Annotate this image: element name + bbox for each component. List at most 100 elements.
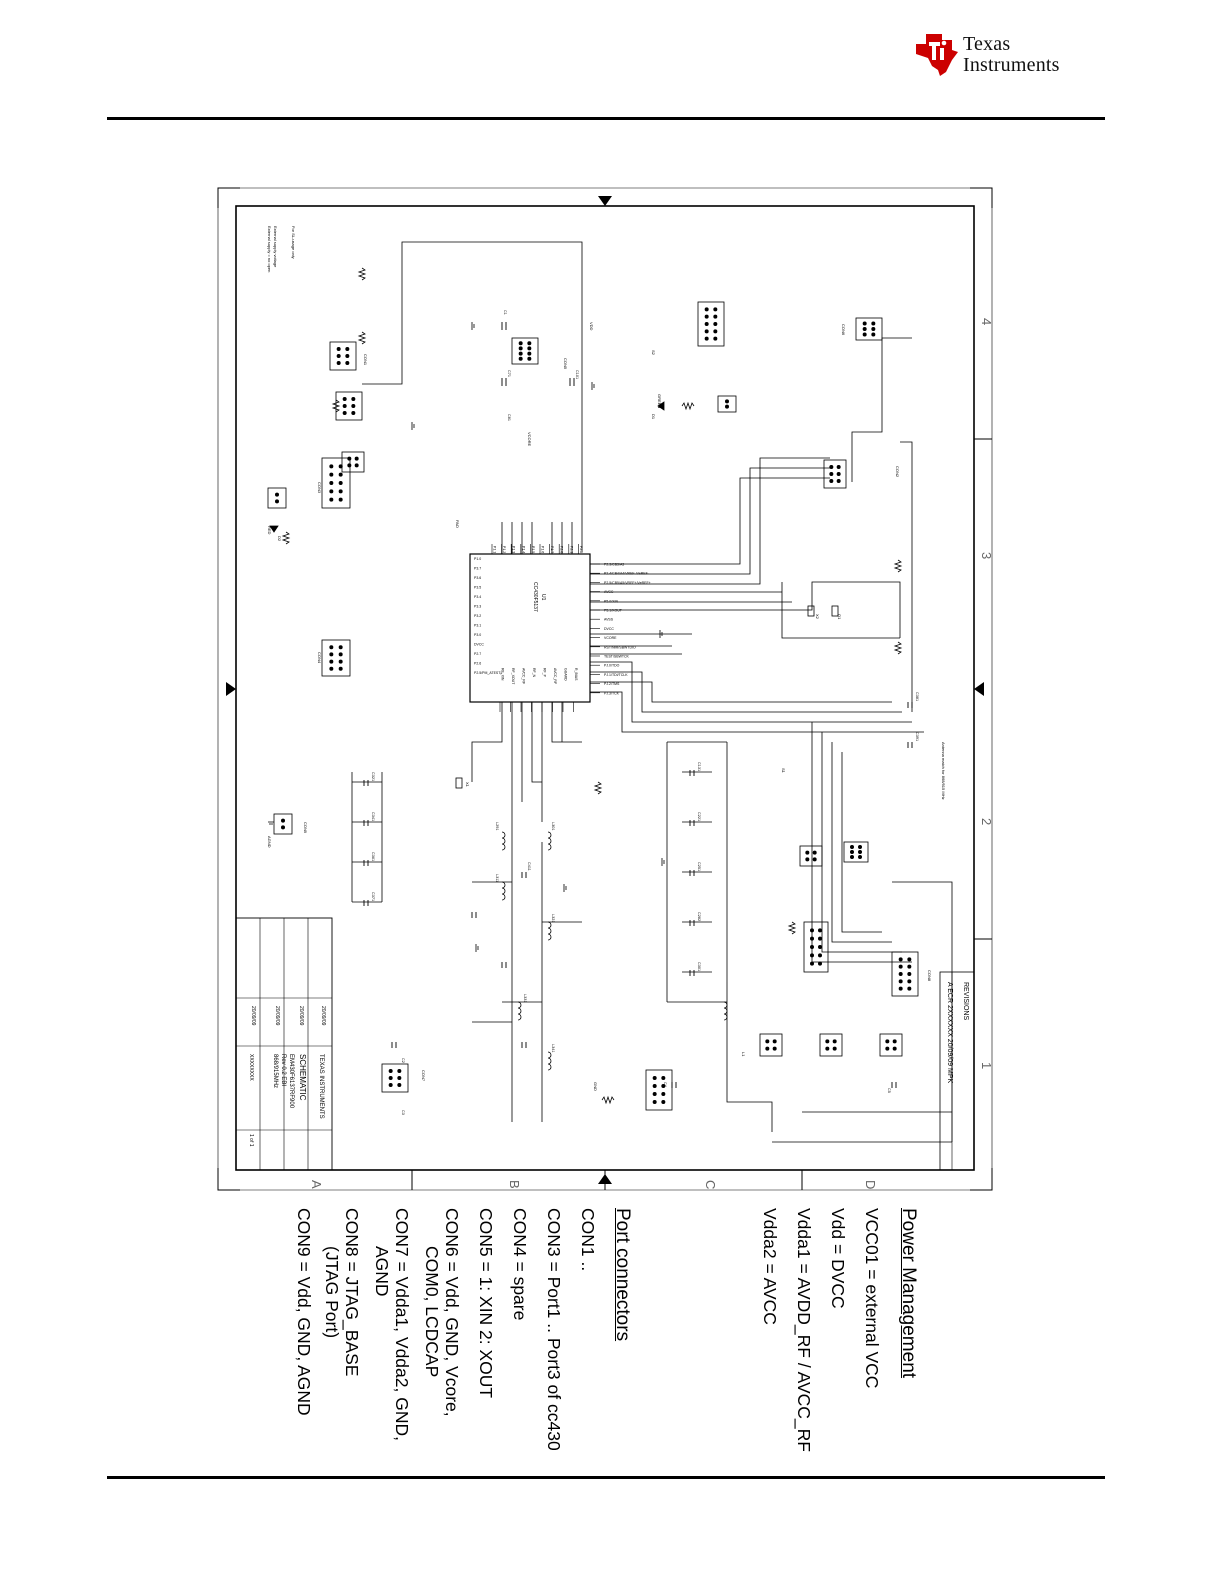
ground-symbols — [268, 322, 665, 952]
header-pin — [832, 1039, 837, 1044]
zone-letter: D — [863, 1180, 878, 1189]
ports-heading: Port connectors — [612, 1208, 633, 1342]
mcu-pin-label: AVCC_RF — [522, 668, 526, 684]
pin-header — [267, 487, 287, 509]
capacitor-label: C71 — [507, 370, 511, 377]
capacitor-label: C301 — [697, 962, 701, 971]
mcu-cc430: U1 CC430F5137 P1.0P3.7P3.6P3.5P3.4P3.3P3… — [469, 544, 651, 712]
capacitor-label: C391 — [915, 732, 919, 741]
header-pin — [329, 652, 334, 657]
pin-header — [823, 459, 847, 489]
zone-number: 1 — [979, 1062, 994, 1069]
pin-header — [879, 1033, 903, 1057]
header-pin — [892, 1046, 897, 1051]
port-line-a: CON3 = Port1 .. Port3 of cc430 — [544, 1208, 564, 1451]
header-pin — [338, 652, 343, 657]
ti-wordmark-line1: Texas — [963, 33, 1011, 55]
mcu-pin-label: RF_XOUT — [511, 668, 515, 685]
pin-header — [273, 813, 293, 835]
mcu-pin-label: P1.5 — [531, 546, 535, 553]
capacitor-label: C5 — [887, 1088, 891, 1093]
header-pin — [518, 356, 523, 361]
port-line: CON1 .. — [578, 1208, 598, 1271]
l1-label: L1 — [741, 1052, 746, 1057]
vdd-label: VDD — [589, 322, 594, 331]
mcu-part: CC430F5137 — [532, 582, 538, 612]
mcu-pin-label: RF_P — [543, 668, 547, 678]
header-pin — [329, 480, 334, 485]
header-pin — [518, 351, 523, 356]
header-pin — [810, 961, 815, 966]
capacitor-label: C2 — [401, 1058, 405, 1063]
header-pin — [329, 659, 334, 664]
d1-label: D1 — [651, 414, 656, 420]
header-pin — [818, 945, 823, 950]
header-pin — [772, 1039, 777, 1044]
ti-logo — [912, 30, 1112, 80]
capacitor-label: C361 — [371, 852, 375, 861]
header-pin — [858, 850, 863, 855]
pin-header — [335, 391, 363, 421]
port-line-b: (JTAG Port) — [322, 1246, 342, 1339]
zone-number: 4 — [979, 318, 994, 325]
revision-header: REVISIONS — [962, 982, 969, 1020]
header-pin — [329, 666, 334, 671]
capacitor-label: C282 — [697, 912, 701, 921]
mcu-ref: U1 — [540, 594, 546, 601]
mcu-pin-label: P1.2 — [502, 546, 506, 553]
zone-letter: C — [703, 1180, 718, 1189]
s2-label: S2 — [651, 350, 656, 356]
pin-header — [843, 841, 869, 863]
mcu-pin-label: AVCC_RF — [553, 668, 557, 684]
power-line: Vdd = DVCC — [828, 1208, 848, 1309]
mcu-pin-label: P3.4 — [474, 595, 481, 599]
port-line-b: AGND — [372, 1246, 392, 1297]
header-pin — [871, 321, 876, 326]
led-red-label: RED — [267, 526, 272, 535]
header-pin — [704, 314, 709, 319]
mcu-pin-label: DVCC — [474, 643, 484, 647]
inductor-label: L291 — [495, 822, 499, 830]
port-line: CON3 = Port1 .. Port3 of cc430 — [544, 1208, 564, 1451]
mcu-pin-label: P1.3 — [512, 546, 516, 553]
header-pin — [907, 986, 912, 991]
header-pin — [836, 478, 841, 483]
note-ext-supply-1: External supply voltage — [273, 226, 278, 268]
header-pin — [818, 936, 823, 941]
header-pin — [354, 456, 359, 461]
pin-headers — [267, 301, 919, 1111]
pad-label: PAD — [455, 520, 460, 528]
title-date: 20/09/09 — [250, 1006, 256, 1026]
mcu-pin-label: R_BIAS — [574, 668, 578, 681]
header-pin — [871, 332, 876, 337]
header-pin — [388, 1069, 393, 1074]
port-line-b: COM0, LCDCAP — [422, 1246, 442, 1378]
title-doc: XXXXXXXX — [248, 1054, 254, 1081]
mcu-pin-label: AVSS — [604, 618, 614, 622]
header-pin — [907, 957, 912, 962]
zone-letter: B — [507, 1180, 522, 1189]
con-label: CON3 — [317, 482, 322, 494]
mcu-pin-label: GUARD — [564, 668, 568, 681]
header-pin — [892, 1039, 897, 1044]
port-line-a: CON4 = spare — [510, 1208, 530, 1321]
mcu-pin-label: P1.1 — [493, 546, 497, 553]
revision-box: REVISIONS A ECR 2XXXXXX 20/09/09 MPK — [939, 971, 975, 1171]
header-pin — [652, 1100, 657, 1105]
header-pin — [347, 463, 352, 468]
capacitor-label: C411 — [527, 862, 531, 871]
revision-row: A ECR 2XXXXXX 20/09/09 MPK — [946, 982, 953, 1083]
port-line: CON8 = JTAG_BASE(JTAG Port) — [322, 1208, 362, 1376]
pin-header — [645, 1069, 673, 1111]
header-pin — [812, 850, 817, 855]
header-pin — [704, 307, 709, 312]
header-pin — [810, 936, 815, 941]
header-pin — [347, 456, 352, 461]
zone-ticks — [411, 438, 992, 1190]
mcu-pin-label: P2.6 — [474, 662, 481, 666]
header-pin — [652, 1076, 657, 1081]
header-pin — [772, 1046, 777, 1051]
mcu-pin-label: P1.0 — [474, 557, 481, 561]
title-block: TEXAS INSTRUMENTS SCHEMATIC EM430F6137RF… — [235, 917, 333, 1171]
port-line: CON5 = 1: XIN 2: XOUT — [476, 1208, 496, 1398]
